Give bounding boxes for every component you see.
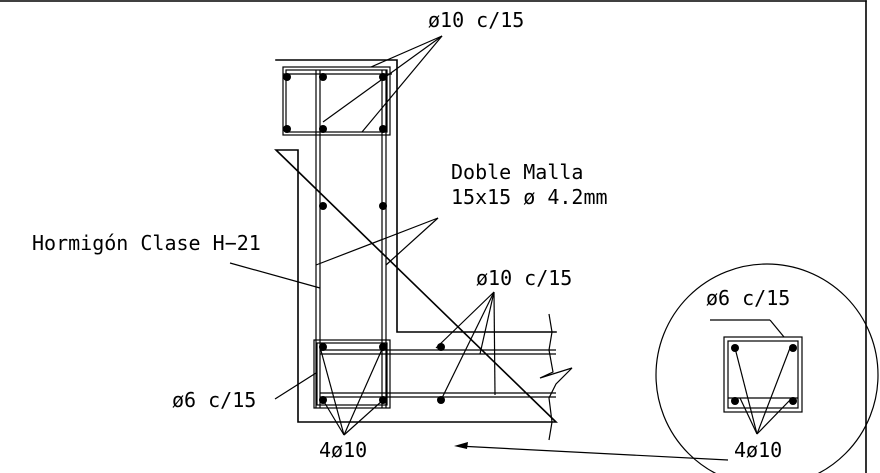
detail-bubble xyxy=(655,263,879,473)
leader-lines xyxy=(229,35,729,461)
rebar-dot xyxy=(319,125,327,133)
wall-mesh xyxy=(315,70,387,408)
rebar-dot xyxy=(379,202,387,210)
detail-rebar-dot xyxy=(789,397,797,405)
top-beam-stirrup xyxy=(282,66,392,136)
stirrup-label: ø6 c/15 xyxy=(172,388,256,412)
hormigon-label: Hormigón Clase H−21 xyxy=(32,231,261,255)
rebar-dot xyxy=(437,396,445,404)
corner-bars-label: 4ø10 xyxy=(319,438,367,462)
slab-bars-label: ø10 c/15 xyxy=(476,266,572,290)
rebar-dot xyxy=(437,343,445,351)
rebar-dot xyxy=(319,202,327,210)
detail-rebar-dot xyxy=(731,397,739,405)
slab-bars xyxy=(320,349,556,398)
detail-corner-bars-label: 4ø10 xyxy=(734,438,782,462)
concrete-outline xyxy=(274,59,558,423)
rebar-dot xyxy=(319,73,327,81)
rebar-dot xyxy=(379,125,387,133)
detail-stirrup-label: ø6 c/15 xyxy=(706,286,790,310)
doble-malla-label-line1: Doble Malla xyxy=(451,160,583,184)
detail-rebar-dot xyxy=(789,344,797,352)
doble-malla-label-line2: 15x15 ø 4.2mm xyxy=(451,185,608,209)
rebar-dot xyxy=(283,73,291,81)
rebar-dot xyxy=(283,125,291,133)
rebar-dots xyxy=(283,73,445,404)
rebar-dot xyxy=(379,73,387,81)
slab-cut-line xyxy=(539,313,573,441)
top-bars-label: ø10 c/15 xyxy=(428,8,524,32)
